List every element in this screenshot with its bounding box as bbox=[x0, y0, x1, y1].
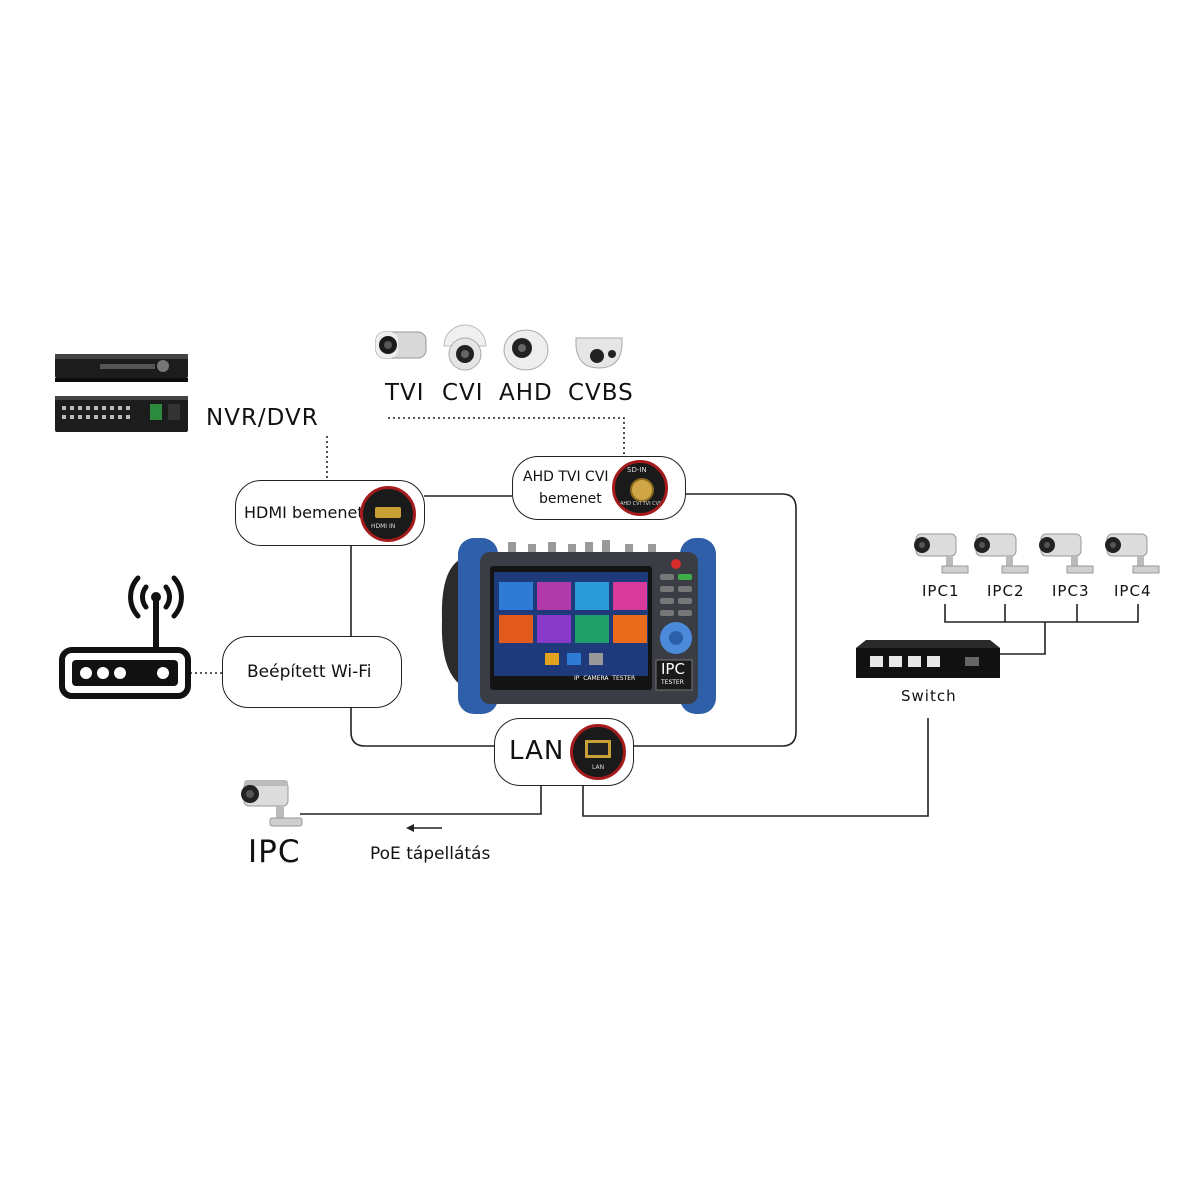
analog-input-line2: bemenet bbox=[539, 491, 602, 507]
switch-device bbox=[856, 640, 1000, 678]
ipc-camera-icon bbox=[241, 780, 303, 827]
ipc4-camera-icon bbox=[1105, 533, 1160, 574]
ipc-tester-device bbox=[441, 538, 716, 714]
dvr-device bbox=[55, 396, 188, 432]
wifi-label: Beépített Wi-Fi bbox=[247, 662, 372, 682]
hdmi-port-icon: HDMI IN bbox=[360, 486, 416, 542]
cvi-label: CVI bbox=[442, 380, 484, 406]
bnc-port-bottom-text: AHD CVI TVI CVBS bbox=[620, 501, 666, 507]
poe-label: PoE tápellátás bbox=[370, 844, 491, 864]
ipc2-camera-icon bbox=[974, 533, 1029, 574]
ipc3-camera-icon bbox=[1039, 533, 1094, 574]
switch-ipc-bus bbox=[944, 604, 1139, 655]
cvbs-camera-icon bbox=[575, 337, 623, 369]
ahd-camera-icon bbox=[503, 329, 549, 371]
nvr-device bbox=[55, 354, 188, 382]
cameras-analog-dotted-line bbox=[388, 417, 625, 456]
ahd-label: AHD bbox=[499, 380, 553, 406]
lan-port-icon: LAN bbox=[570, 724, 626, 780]
bnc-port-icon: SD-IN AHD CVI TVI CVBS bbox=[612, 460, 668, 516]
nvr-dvr-label: NVR/DVR bbox=[206, 405, 319, 431]
switch-label: Switch bbox=[901, 687, 957, 705]
bnc-port-top-text: SD-IN bbox=[627, 466, 647, 474]
poe-arrow-head bbox=[406, 824, 414, 832]
tvi-camera-icon bbox=[375, 331, 427, 359]
tester-model-sub-label: TESTER bbox=[661, 679, 684, 686]
ipc4-label: IPC4 bbox=[1114, 582, 1152, 600]
cvbs-label: CVBS bbox=[568, 380, 634, 406]
analog-input-line1: AHD TVI CVI bbox=[523, 469, 609, 485]
ipc-label: IPC bbox=[248, 834, 301, 870]
cvi-camera-icon bbox=[443, 324, 487, 371]
tvi-label: TVI bbox=[385, 380, 425, 406]
ipc3-label: IPC3 bbox=[1052, 582, 1090, 600]
hdmi-lan-line bbox=[350, 544, 496, 747]
ipc2-label: IPC2 bbox=[987, 582, 1025, 600]
tester-bottom-label: IP CAMERA TESTER bbox=[574, 675, 636, 682]
lan-port-text: LAN bbox=[592, 764, 605, 771]
ipc1-camera-icon bbox=[914, 533, 969, 574]
hdmi-input-label: HDMI bemenet bbox=[244, 503, 364, 522]
lan-ipc-line bbox=[300, 786, 542, 815]
ipc1-label: IPC1 bbox=[922, 582, 960, 600]
hdmi-port-text: HDMI IN bbox=[371, 523, 396, 530]
tester-model-label: IPC bbox=[661, 660, 685, 678]
analog-lan-line bbox=[632, 493, 797, 747]
connection-lines bbox=[190, 417, 1139, 829]
lan-switch-line bbox=[582, 718, 929, 817]
router-icon bbox=[59, 575, 191, 699]
lan-label: LAN bbox=[509, 736, 565, 766]
wifi-box: Beépített Wi-Fi bbox=[222, 636, 402, 708]
